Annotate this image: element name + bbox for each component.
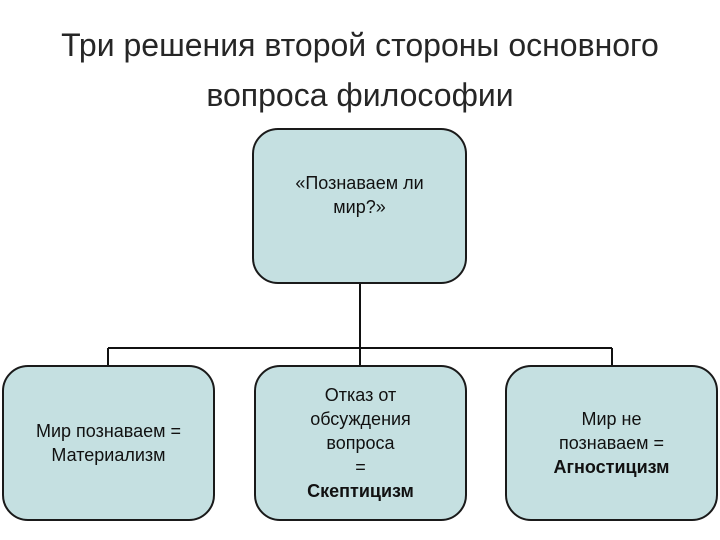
skepticism-line-4: = [355, 457, 366, 477]
agnosticism-term: Агностицизм [553, 457, 670, 477]
materialism-box: Мир познаваем = Материализм [2, 365, 215, 521]
slide-title: Три решения второй стороны основного воп… [0, 20, 720, 120]
title-line-1: Три решения второй стороны основного [61, 27, 659, 63]
skepticism-line-3: вопроса [326, 433, 395, 453]
root-line-2: мир?» [333, 197, 386, 217]
agnosticism-box: Мир не познаваем = Агностицизм [505, 365, 718, 521]
agnosticism-line-1: Мир не [581, 409, 642, 429]
skepticism-box: Отказ от обсуждения вопроса = Скептицизм [254, 365, 467, 521]
skepticism-line-2: обсуждения [310, 409, 411, 429]
materialism-line-2: Материализм [51, 445, 166, 465]
skepticism-line-1: Отказ от [324, 385, 397, 405]
materialism-line-1: Мир познаваем = [35, 421, 182, 441]
title-line-2: вопроса философии [206, 77, 514, 113]
root-question-box: «Познаваем ли мир?» [252, 128, 467, 284]
root-line-1: «Познаваем ли [295, 173, 424, 193]
skepticism-term: Скептицизм [307, 481, 414, 501]
agnosticism-line-2: познаваем = [558, 433, 665, 453]
